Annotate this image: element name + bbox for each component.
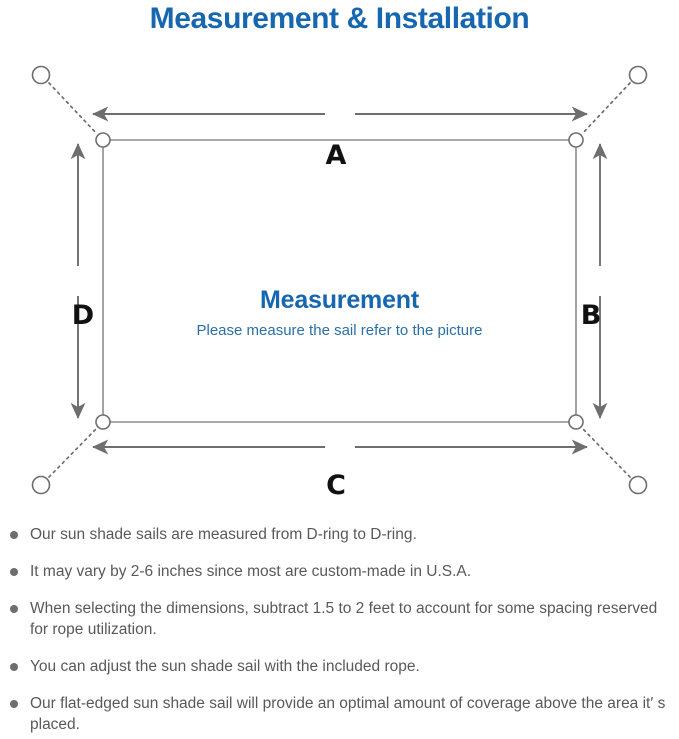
note-text: It may vary by 2-6 inches since most are… xyxy=(30,563,472,580)
dimension-label-d: D xyxy=(71,300,95,331)
d-ring-top-left xyxy=(95,132,111,148)
dimension-label-c: C xyxy=(326,470,346,501)
list-item: When selecting the dimensions, subtract … xyxy=(0,598,679,640)
anchor-ring-bottom-right xyxy=(628,475,648,495)
bullet-icon xyxy=(10,531,18,539)
anchor-ring-top-right xyxy=(628,65,648,85)
bullet-icon xyxy=(10,700,18,708)
note-text: Our flat-edged sun shade sail will provi… xyxy=(30,695,666,733)
rope-bottom-left xyxy=(48,427,98,478)
diagram-svg xyxy=(31,65,648,495)
rope-top-left xyxy=(48,82,98,135)
list-item: You can adjust the sun shade sail with t… xyxy=(0,656,679,677)
bullet-icon xyxy=(10,568,18,576)
list-item: Our flat-edged sun shade sail will provi… xyxy=(0,693,679,735)
d-ring-bottom-left xyxy=(95,414,111,430)
d-ring-top-right xyxy=(568,132,584,148)
list-item: Our sun shade sails are measured from D-… xyxy=(0,524,679,545)
note-text: When selecting the dimensions, subtract … xyxy=(30,600,658,638)
note-text: You can adjust the sun shade sail with t… xyxy=(30,658,420,675)
bullet-icon xyxy=(10,605,18,613)
sail-body xyxy=(102,139,577,423)
d-ring-bottom-right xyxy=(568,414,584,430)
rope-top-right xyxy=(581,82,631,135)
dimension-label-b: B xyxy=(580,300,602,331)
rope-bottom-right xyxy=(581,427,631,478)
notes-list: Our sun shade sails are measured from D-… xyxy=(0,524,679,735)
bullet-icon xyxy=(10,663,18,671)
page-title: Measurement & Installation xyxy=(149,2,530,35)
measurement-diagram: A B C D Measurement Please measure the s… xyxy=(0,44,679,514)
note-text: Our sun shade sails are measured from D-… xyxy=(30,526,417,543)
list-item: It may vary by 2-6 inches since most are… xyxy=(0,561,679,582)
anchor-ring-bottom-left xyxy=(31,475,51,495)
dimension-label-a: A xyxy=(325,140,347,171)
anchor-ring-top-left xyxy=(31,65,51,85)
